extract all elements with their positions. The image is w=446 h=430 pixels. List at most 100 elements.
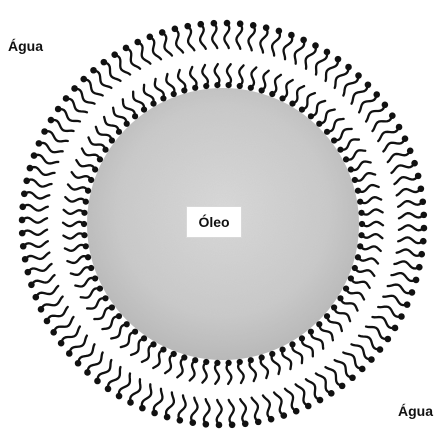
- lipid-tail: [355, 268, 375, 276]
- lipid-head: [409, 289, 416, 296]
- lipid-head: [116, 393, 123, 400]
- lipid-tail: [248, 25, 254, 50]
- lipid-head: [288, 32, 295, 39]
- lipid-tail: [383, 139, 405, 152]
- lipid-head: [396, 124, 403, 131]
- lipid-head: [22, 256, 29, 263]
- lipid-tail: [391, 163, 414, 173]
- lipid-head: [237, 359, 243, 365]
- lipid-head: [293, 408, 300, 415]
- lipid-head: [58, 340, 65, 347]
- lipid-tail: [72, 172, 92, 180]
- lipid-tail: [250, 360, 256, 381]
- lipid-tail: [397, 189, 421, 196]
- lipid-tail: [334, 129, 352, 141]
- lipid-head: [385, 336, 392, 343]
- lipid-tail: [41, 297, 63, 310]
- lipid-head: [105, 386, 112, 393]
- lipid-head: [359, 366, 366, 373]
- lipid-tail: [229, 400, 234, 425]
- lipid-tail: [351, 278, 370, 287]
- lipid-tail: [142, 384, 151, 408]
- lipid-head: [181, 354, 187, 360]
- lipid-tail: [239, 65, 243, 86]
- lipid-tail: [126, 48, 140, 69]
- lipid-tail: [388, 285, 412, 294]
- lipid-head: [141, 335, 147, 341]
- lipid-head: [160, 95, 166, 101]
- lipid-head: [203, 359, 209, 365]
- lipid-tail: [153, 350, 163, 368]
- lipid-tail: [175, 29, 183, 53]
- lipid-head: [316, 121, 322, 127]
- lipid-head: [81, 232, 87, 238]
- lipid-tail: [31, 275, 54, 285]
- lipid-tail: [388, 151, 410, 162]
- lipid-tail: [54, 317, 74, 332]
- lipid-tail: [36, 286, 58, 297]
- lipid-head: [280, 412, 287, 419]
- lipid-head: [279, 95, 285, 101]
- lipid-tail: [47, 307, 68, 321]
- lipid-head: [181, 87, 187, 93]
- lipid-tail: [190, 360, 195, 380]
- lipid-head: [416, 264, 423, 271]
- lipid-tail: [340, 139, 358, 149]
- lipid-tail: [327, 316, 342, 331]
- lipid-tail: [138, 42, 151, 64]
- lipid-head: [48, 117, 55, 124]
- lipid-tail: [358, 257, 378, 263]
- lipid-head: [407, 148, 414, 155]
- lipid-head: [171, 91, 177, 97]
- lipid-head: [345, 64, 352, 71]
- lipid-head: [19, 230, 26, 237]
- lipid-head: [159, 29, 166, 36]
- lipid-tail: [306, 379, 320, 400]
- lipid-head: [147, 34, 154, 41]
- lipid-head: [269, 351, 275, 357]
- lipid-head: [335, 56, 342, 63]
- lipid-tail: [362, 222, 383, 226]
- water-label-bottom-right: Água: [398, 403, 433, 419]
- lipid-tail: [88, 137, 105, 149]
- lipid-head: [102, 147, 108, 153]
- lipid-tail: [65, 197, 86, 202]
- lipid-head: [41, 128, 48, 135]
- lipid-tail: [144, 85, 154, 104]
- lipid-tail: [25, 253, 49, 260]
- lipid-head: [109, 137, 115, 143]
- lipid-tail: [82, 149, 100, 160]
- lipid-tail: [296, 384, 309, 406]
- lipid-tail: [34, 155, 58, 164]
- lipid-head: [55, 106, 62, 113]
- lipid-tail: [360, 246, 381, 251]
- lipid-head: [197, 21, 204, 28]
- lipid-head: [81, 210, 87, 216]
- lipid-head: [365, 81, 372, 88]
- lipid-tail: [96, 127, 112, 141]
- lipid-head: [419, 198, 426, 205]
- lipid-tail: [24, 192, 49, 198]
- lipid-head: [413, 277, 420, 284]
- lipid-tail: [295, 40, 304, 64]
- lipid-head: [224, 20, 231, 27]
- lipid-tail: [217, 400, 222, 425]
- lipid-head: [84, 369, 91, 376]
- lipid-tail: [179, 395, 186, 420]
- lipid-head: [88, 265, 94, 271]
- lipid-head: [259, 87, 265, 93]
- lipid-tail: [398, 237, 423, 243]
- lipid-head: [300, 37, 307, 44]
- lipid-head: [255, 419, 262, 426]
- lipid-head: [123, 45, 130, 52]
- lipid-head: [308, 113, 314, 119]
- lipid-head: [317, 397, 324, 404]
- lipid-head: [392, 325, 399, 332]
- lipid-tail: [63, 222, 84, 226]
- lipid-tail: [334, 308, 350, 322]
- lipid-head: [268, 416, 275, 423]
- lipid-tail: [104, 62, 121, 81]
- lipid-tail: [215, 64, 220, 85]
- lipid-head: [248, 85, 254, 91]
- lipid-head: [81, 221, 87, 227]
